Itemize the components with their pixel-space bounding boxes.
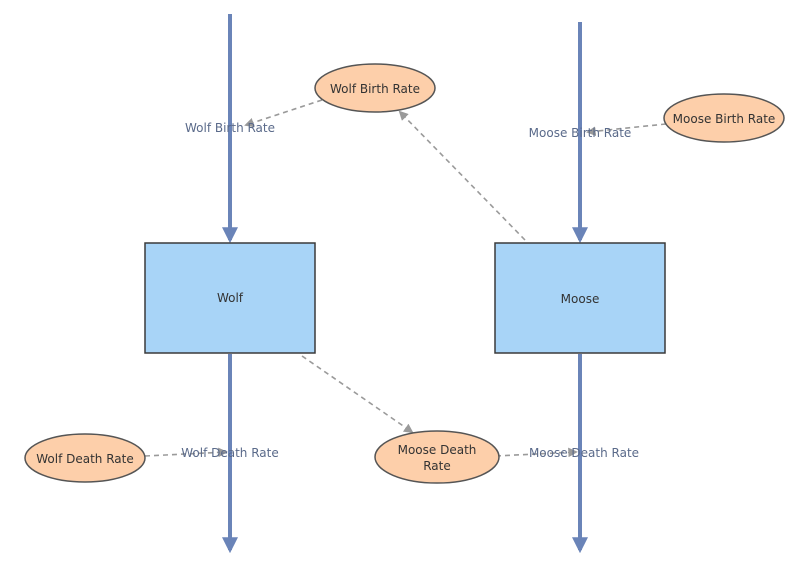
wolf-stock-label: Wolf xyxy=(217,291,244,305)
wolf-death-rate-node-label: Wolf Death Rate xyxy=(36,452,134,466)
moose-stock[interactable] xyxy=(494,242,666,354)
moose-birth-rate-node[interactable] xyxy=(663,93,785,143)
wolf-birth-rate-node-label: Wolf Birth Rate xyxy=(330,82,420,96)
link-moose-death-rate xyxy=(495,447,578,458)
moose-death-rate-node-label-line2: Rate xyxy=(423,459,451,473)
link-moose-to-wolf-birth-rate xyxy=(398,110,526,241)
wolf-death-rate-node[interactable] xyxy=(24,433,146,483)
link-wolf-death-rate xyxy=(144,447,228,458)
moose-death-rate-node-label-line1: Moose Death xyxy=(398,443,477,457)
link-wolf-birth-rate xyxy=(244,99,323,128)
moose-death-flow-label: Moose Death Rate xyxy=(529,446,639,460)
wolf-birth-flow-label: Wolf Birth Rate xyxy=(185,121,275,135)
moose-birth-flow-label: Moose Birth Rate xyxy=(529,126,632,140)
moose-birth-rate-node-label: Moose Birth Rate xyxy=(673,112,776,126)
link-moose-birth-rate xyxy=(586,123,667,136)
wolf-death-flow-label: Wolf Death Rate xyxy=(181,446,279,460)
wolf-birth-rate-node[interactable] xyxy=(314,63,436,113)
link-wolf-to-moose-death-rate xyxy=(301,355,414,434)
moose-stock-label: Moose xyxy=(561,292,600,306)
moose-death-rate-node[interactable] xyxy=(374,430,500,484)
wolf-stock[interactable] xyxy=(144,242,316,354)
